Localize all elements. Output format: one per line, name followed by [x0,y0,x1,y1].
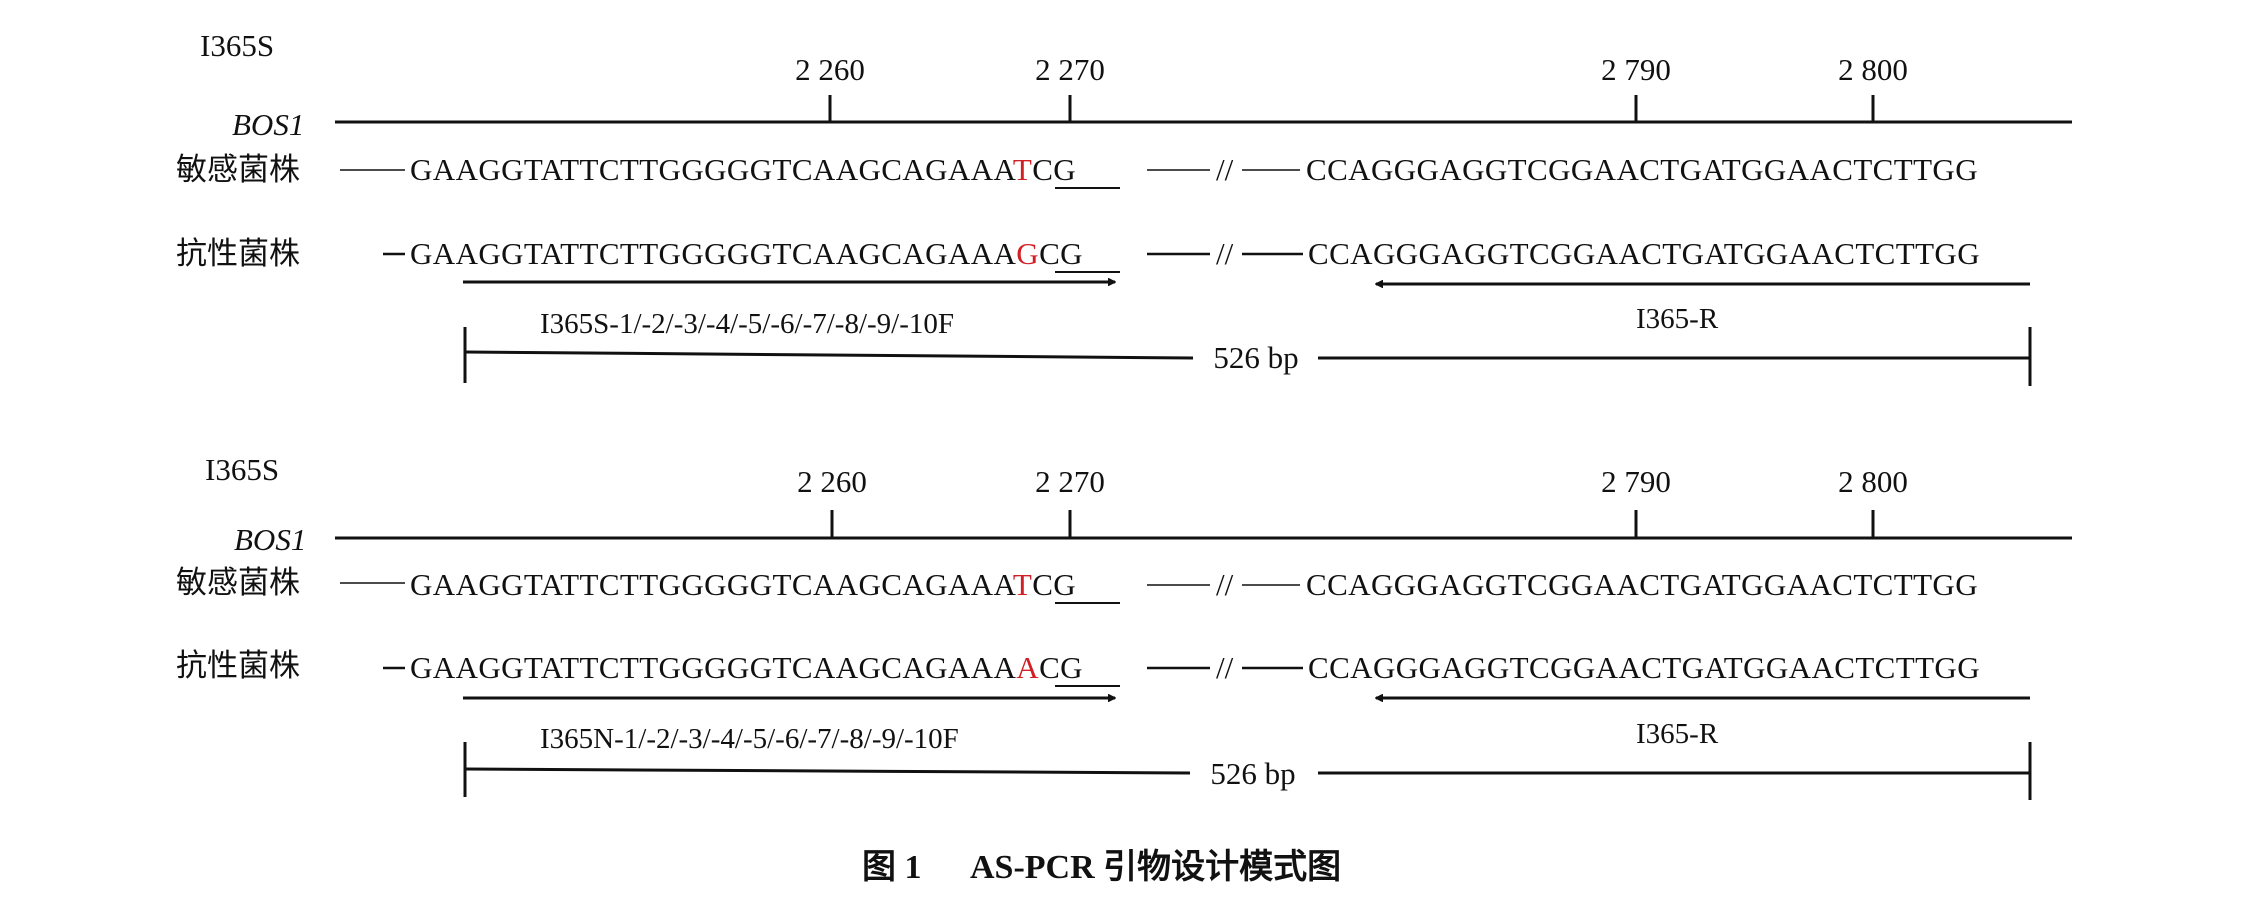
tick-label-2270: 2 270 [1035,464,1105,499]
reverse-primer-label: I365-R [1636,303,1719,335]
panel-2: I365S 2 260 2 270 2 790 2 800 BOS1 敏感菌株 … [176,452,2072,800]
sequence-text-right: CCAGGGAGGTCGGAACTGATGGAACTCTTGG [1308,236,1980,271]
amplicon-span: 526 bp [463,327,2032,386]
gene-label: BOS1 [232,107,304,142]
sequence-text-right: CCAGGGAGGTCGGAACTGATGGAACTCTTGG [1308,650,1980,685]
figure-caption: 图 1 AS-PCR 引物设计模式图 [862,848,1341,886]
amplicon-size: 526 bp [1213,340,1298,375]
sequence-row-sensitive: 敏感菌株 GAAGGTATTCTTGGGGGTCAAGCAGAAATCG // … [176,565,1978,604]
figure-title: AS-PCR 引物设计模式图 [970,848,1341,886]
gene-label: BOS1 [234,522,306,557]
sequence-text: GAAGGTATTCTTGGGGGTCAAGCAGAAATCG [410,567,1076,602]
sequence-break-mark: // [1216,236,1234,271]
strain-label: 敏感菌株 [176,152,300,188]
sequence-text: GAAGGTATTCTTGGGGGTCAAGCAGAAAACG [410,650,1083,685]
figure-number: 图 1 [862,849,922,886]
tick-label-2790: 2 790 [1601,52,1671,87]
mutation-label: I365S [205,452,279,487]
strain-label: 抗性菌株 [176,236,300,272]
position-ticks: 2 260 2 270 2 790 2 800 [797,464,1908,538]
sequence-text: GAAGGTATTCTTGGGGGTCAAGCAGAAAGCG [410,236,1083,271]
strain-label: 抗性菌株 [176,648,300,684]
sequence-row-resistant: 抗性菌株 GAAGGTATTCTTGGGGGTCAAGCAGAAAACG // … [176,648,1980,687]
forward-primer-label: I365S-1/-2/-3/-4/-5/-6/-7/-8/-9/-10F [540,308,954,340]
sequence-break-mark: // [1216,567,1234,602]
tick-label-2790: 2 790 [1601,464,1671,499]
forward-primer-label: I365N-1/-2/-3/-4/-5/-6/-7/-8/-9/-10F [540,723,959,755]
amplicon-size: 526 bp [1210,756,1295,791]
sequence-row-sensitive: 敏感菌株 GAAGGTATTCTTGGGGGTCAAGCAGAAATCG // … [176,152,1978,189]
sequence-text-right: CCAGGGAGGTCGGAACTGATGGAACTCTTGG [1306,567,1978,602]
panel-1: I365S 2 260 2 270 2 790 2 800 BOS1 敏感菌株 … [176,28,2072,386]
amplicon-line-left [464,350,1194,360]
strain-label: 敏感菌株 [176,565,300,601]
sequence-text-right: CCAGGGAGGTCGGAACTGATGGAACTCTTGG [1306,152,1978,187]
sequence-break-mark: // [1216,152,1234,187]
tick-label-2270: 2 270 [1035,52,1105,87]
amplicon-line-left [464,767,1191,775]
tick-label-2260: 2 260 [797,464,867,499]
sequence-row-resistant: 抗性菌株 GAAGGTATTCTTGGGGGTCAAGCAGAAAGCG // … [176,236,1980,273]
tick-label-2800: 2 800 [1838,52,1908,87]
position-ticks: 2 260 2 270 2 790 2 800 [795,52,1908,122]
tick-label-2800: 2 800 [1838,464,1908,499]
sequence-text: GAAGGTATTCTTGGGGGTCAAGCAGAAATCG [410,152,1076,187]
amplicon-span: 526 bp [463,742,2032,800]
sequence-break-mark: // [1216,650,1234,685]
tick-label-2260: 2 260 [795,52,865,87]
reverse-primer-label: I365-R [1636,718,1719,750]
mutation-label: I365S [200,28,274,63]
